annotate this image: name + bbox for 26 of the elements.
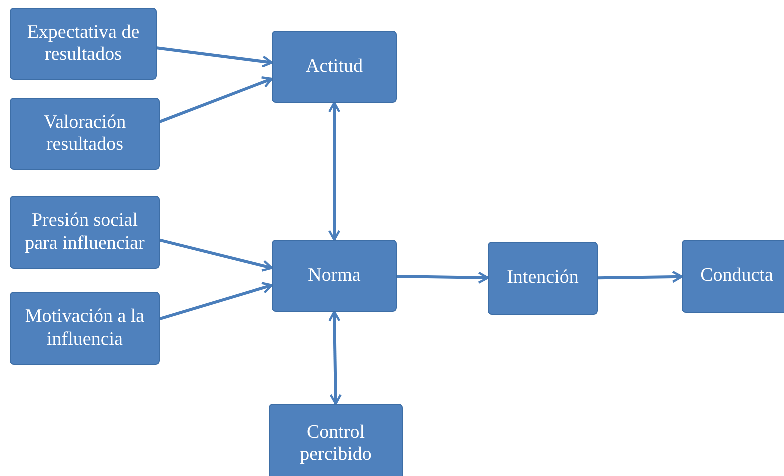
process-box bbox=[272, 31, 397, 103]
process-box bbox=[10, 8, 157, 80]
process-box bbox=[682, 240, 784, 313]
arrow bbox=[598, 270, 684, 284]
box-label: Valoración resultados bbox=[42, 112, 128, 156]
arrow bbox=[328, 310, 342, 406]
process-box bbox=[10, 196, 160, 269]
arrow bbox=[160, 282, 274, 320]
box-label: Norma bbox=[308, 264, 361, 288]
process-box bbox=[10, 98, 160, 170]
box-label: Motivación a la influencia bbox=[24, 306, 146, 351]
process-box bbox=[10, 292, 160, 365]
arrow bbox=[159, 76, 274, 124]
arrow bbox=[396, 272, 490, 284]
box-label: Presión social para influenciar bbox=[24, 210, 146, 255]
box-label: Actitud bbox=[306, 56, 363, 78]
box-label: Expectativa de resultados bbox=[26, 22, 141, 66]
box-label: Conducta bbox=[700, 265, 774, 288]
box-label: Control percibido bbox=[299, 422, 373, 466]
process-box bbox=[272, 240, 397, 312]
arrow bbox=[160, 238, 274, 272]
process-box bbox=[488, 242, 598, 315]
arrow bbox=[156, 46, 274, 68]
arrow bbox=[328, 102, 341, 242]
process-box bbox=[269, 404, 403, 476]
box-label: Intención bbox=[507, 267, 579, 290]
